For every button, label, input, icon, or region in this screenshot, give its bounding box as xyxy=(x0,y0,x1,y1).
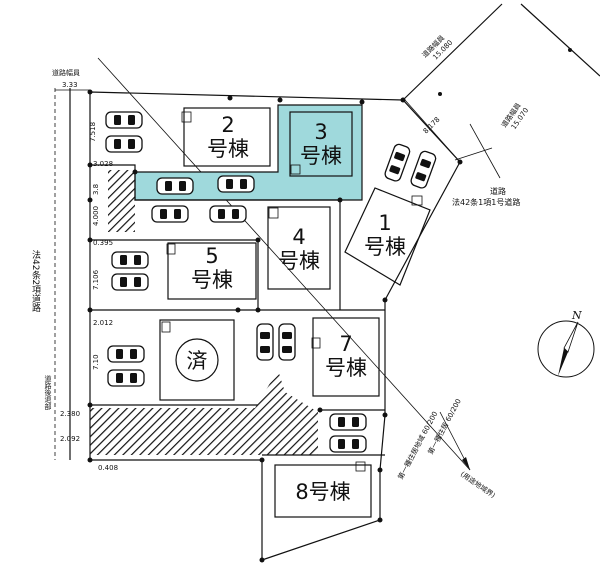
dim-0-395: 0.395 xyxy=(93,239,113,247)
zone-arrow-icon xyxy=(462,457,470,470)
entrance-icon xyxy=(311,337,321,349)
dim-8-178: 8.178 xyxy=(422,116,442,136)
lot-4-suffix: 号棟 xyxy=(278,249,320,273)
building-1 xyxy=(344,187,431,286)
lot-5-number: 5 xyxy=(205,244,218,268)
car-icon xyxy=(105,135,143,153)
car-icon xyxy=(107,369,145,387)
lot-2-number: 2 xyxy=(221,113,234,137)
lot-7-suffix: 号棟 xyxy=(325,356,367,380)
car-icon xyxy=(111,251,149,269)
lot-7-number: 7 xyxy=(339,332,352,356)
left-road-type-label: 法42条2項道路 xyxy=(30,249,41,313)
car-icon xyxy=(156,177,194,195)
dim-3-8: 3.8 xyxy=(92,184,100,195)
top-right-road-edge xyxy=(402,3,600,101)
lot-3-suffix: 号棟 xyxy=(300,144,342,168)
building-5 xyxy=(167,242,257,300)
top-left-road-width-value: 3.33 xyxy=(62,81,78,89)
car-icon xyxy=(209,205,247,223)
car-icon xyxy=(383,142,412,183)
dim-2-380: 2.380 xyxy=(60,410,80,418)
lot-1-number: 1 xyxy=(378,211,391,235)
entrance-icon xyxy=(411,195,423,206)
lot-5-suffix: 号棟 xyxy=(191,268,233,292)
diagonal-boundary-line xyxy=(97,57,471,471)
car-icon xyxy=(151,205,189,223)
top-left-road-width-label: 道路幅員 xyxy=(52,68,80,77)
building-2 xyxy=(183,107,271,167)
right-road-leader xyxy=(454,147,493,161)
entrance-icon xyxy=(268,207,279,219)
car-icon xyxy=(111,273,149,291)
building-8 xyxy=(274,464,372,518)
building-4 xyxy=(267,206,331,290)
building-3 xyxy=(289,111,353,177)
entrance-icon xyxy=(181,111,192,123)
entrance-icon xyxy=(161,321,171,333)
lot-3-number: 3 xyxy=(314,120,327,144)
car-icon xyxy=(329,435,367,453)
lot-1-suffix: 号棟 xyxy=(364,235,406,259)
right-road-width-line xyxy=(469,123,501,179)
car-icon xyxy=(105,111,143,129)
lot-6-sold-label: 済 xyxy=(187,349,208,373)
building-6 xyxy=(159,319,235,401)
car-icon xyxy=(107,345,145,363)
entrance-icon xyxy=(166,243,176,255)
lot-line-b xyxy=(90,239,259,311)
building-7 xyxy=(312,317,380,397)
entrance-icon xyxy=(290,164,301,175)
car-icon xyxy=(217,175,255,193)
hatch-area-2 xyxy=(108,200,135,232)
dim-2-092: 2.092 xyxy=(60,435,80,443)
entrance-icon xyxy=(355,461,366,472)
left-setback-label: 道路後退部 xyxy=(44,374,52,411)
compass-north-label: N xyxy=(571,309,582,322)
car-icon xyxy=(256,323,274,361)
dim-3-028: 3.028 xyxy=(93,160,113,168)
car-icon xyxy=(329,413,367,431)
dim-4-000: 4.000 xyxy=(92,206,100,226)
dim-7-10: 7.10 xyxy=(92,354,100,370)
hatch-area-3 xyxy=(90,370,318,455)
survey-points xyxy=(87,48,572,563)
dim-7-106: 7.106 xyxy=(92,269,100,290)
hatch-area-1 xyxy=(108,170,135,200)
lot-4-number: 4 xyxy=(292,225,305,249)
right-road-title: 道路 xyxy=(490,186,506,196)
dim-2-012: 2.012 xyxy=(93,319,113,327)
lot-8-label: 8号棟 xyxy=(295,480,350,504)
car-icon xyxy=(409,149,438,190)
lot-2-suffix: 号棟 xyxy=(207,137,249,161)
dim-0-408: 0.408 xyxy=(98,464,118,472)
car-icon xyxy=(278,323,296,361)
right-road-type: 法42条1項1号道路 xyxy=(452,197,520,207)
compass: N xyxy=(537,309,595,378)
dim-7-518: 7.518 xyxy=(89,122,97,142)
sold-marker-circle xyxy=(175,338,219,382)
zone-boundary-label: (用途地域界) xyxy=(459,469,498,500)
